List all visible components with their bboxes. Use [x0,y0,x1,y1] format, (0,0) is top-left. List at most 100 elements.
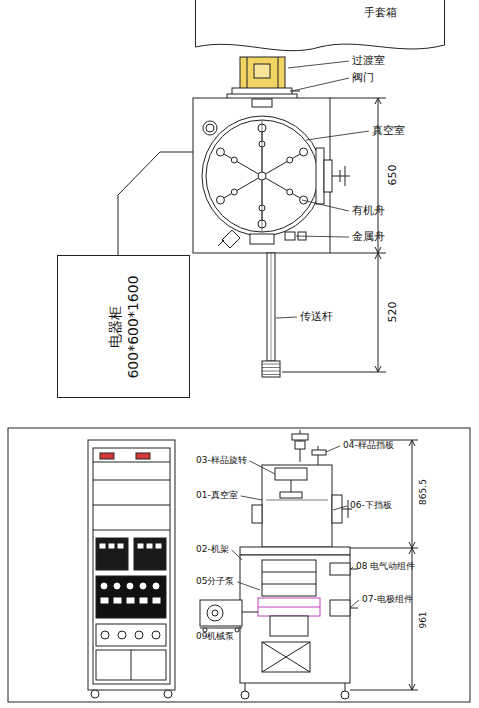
drawing-line [262,176,304,200]
drawing-circle [140,583,146,589]
leader-line [232,550,242,560]
drawing-rect [240,555,350,683]
drawing-circle [203,121,217,135]
node-text-group: 电器柜600*600*1600 [105,275,141,378]
drawing-line [262,152,304,176]
drawing-rect [312,450,326,455]
leader-line [351,600,359,607]
drawing-rect [324,160,332,192]
part-label: 08 电气动组件 [356,562,415,572]
part-label: 04-样品挡板 [343,441,394,451]
drawing-line [345,166,346,186]
part-label: 01-真空室 [196,491,238,501]
drawing-line [218,240,224,246]
part-label: 真空室 [372,125,405,137]
drawing-circle [127,583,133,589]
drawing-line [220,152,262,176]
drawing-rect [136,453,150,459]
drawing-rect [280,492,302,498]
drawing-rect [330,563,350,575]
part-label: 03-样品旋转 [196,456,247,466]
leader-line [288,61,349,68]
leader-line [306,131,369,140]
drawing-rect [262,560,316,596]
drawing-line [93,505,170,506]
drawing-rect [118,544,123,548]
drawing-rect [330,600,350,616]
drawing-circle [91,690,99,698]
drawing-circle [216,148,224,156]
leader-line [296,236,349,237]
part-label: 阀门 [352,72,374,84]
drawing-line [271,253,272,361]
node-text-group: 手套箱 [195,0,445,20]
drawing-rect [156,544,161,548]
drawing-line [262,642,310,672]
dimension-text: 961 [419,611,429,628]
drawing-rect [127,598,134,603]
drawing-rect [200,600,242,626]
drawing-rect [147,544,152,548]
drawing-line [266,500,328,501]
drawing-rect [258,598,320,616]
drawing-circle [287,157,293,163]
drawing-rect [250,234,274,244]
drawing-circle [114,583,120,589]
drawing-rect [153,598,160,603]
drawing-line [350,548,418,549]
drawing-rect [254,64,270,78]
part-label: 06-下挡板 [350,501,392,511]
drawing-circle [231,189,237,195]
drawing-line [350,690,418,691]
node-label: 手套箱 [195,6,397,20]
drawing-circle [216,196,224,204]
cabinet-box: 电器柜600*600*1600 [57,255,190,398]
drawing-circle [258,172,266,180]
drawing-line [262,367,280,368]
drawing-circle [241,691,249,699]
leader-line [276,317,297,319]
drawing-rect [138,544,143,548]
drawing-rect [96,624,166,646]
drawing-path [118,152,193,255]
part-label: 过渡室 [352,55,385,67]
drawing-circle [152,631,160,639]
drawing-rect [316,148,324,204]
drawing-line [131,650,132,680]
drawing-rect [275,468,307,480]
leader-line [333,506,347,510]
drawing-circle [101,583,107,589]
leader-line [351,567,353,569]
drawing-rect [240,547,350,555]
drawing-rect [114,598,121,603]
drawing-circle [202,116,322,236]
drawing-rect [262,465,332,547]
drawing-line [291,480,292,492]
drawing-rect [100,544,105,548]
part-label: 07-电极组件 [362,595,413,605]
drawing-rect [100,453,114,459]
drawing-circle [206,124,214,132]
drawing-line [262,374,280,375]
node-label: 600*600*1600 [124,275,142,378]
leader-line [241,496,262,500]
drawing-circle [207,605,223,621]
drawing-circle [206,120,318,232]
drawing-path [222,230,240,248]
drawing-rect [270,616,308,636]
drawing-rect [96,576,166,618]
glove-box: 手套箱 [195,0,445,53]
part-label: 05分子泵 [196,577,234,587]
drawing-rect [292,434,308,440]
drawing-line [93,530,170,531]
drawing-rect [96,538,128,570]
drawing-line [220,176,262,200]
drawing-rect [8,428,470,702]
drawing-circle [231,157,237,163]
drawing-line [282,372,386,373]
drawing-circle [287,189,293,195]
drawing-rect [252,505,262,523]
leader-line [237,582,260,590]
drawing-circle [153,583,159,589]
